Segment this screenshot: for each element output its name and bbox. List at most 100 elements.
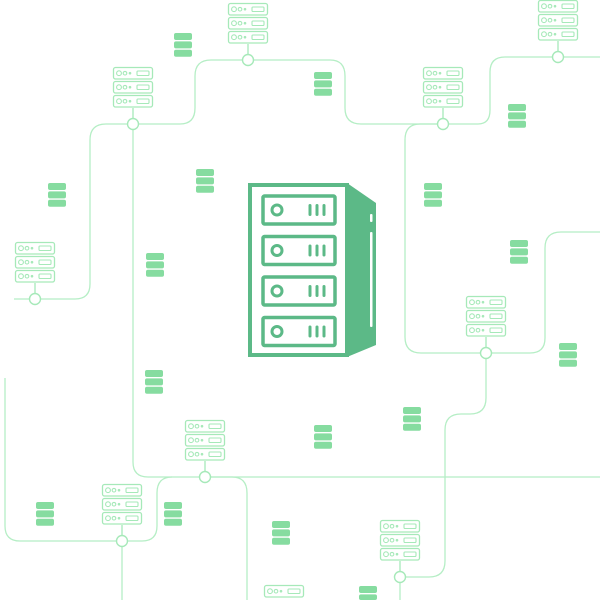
status-light	[395, 538, 399, 542]
status-light	[395, 552, 399, 556]
status-light	[469, 313, 475, 320]
database-icon	[559, 343, 577, 367]
server-nodes	[14, 0, 579, 598]
network-node-icon	[479, 346, 493, 360]
status-light	[194, 451, 200, 457]
rack-unit	[261, 194, 337, 226]
connection-line	[14, 123, 133, 300]
server-unit	[184, 447, 226, 461]
status-light	[231, 6, 237, 13]
status-light	[117, 502, 121, 506]
vent-bar	[322, 285, 326, 297]
status-light	[475, 313, 481, 319]
status-light	[481, 328, 485, 332]
power-icon	[270, 284, 284, 298]
status-light	[541, 17, 547, 24]
network-node-icon	[198, 470, 212, 484]
rack-unit	[261, 234, 337, 267]
connection-line	[404, 123, 600, 354]
server-stack-icon	[184, 419, 226, 484]
drive-slot	[38, 259, 52, 266]
drive-slot	[251, 20, 265, 27]
status-light	[30, 246, 34, 250]
rack-unit-frame	[261, 275, 337, 307]
rack-unit	[261, 275, 337, 307]
server-unit	[537, 27, 579, 41]
server-unit	[101, 511, 143, 525]
status-light	[117, 488, 121, 492]
server-unit	[465, 323, 507, 337]
drive-slot	[561, 31, 575, 38]
drive-slot	[561, 17, 575, 24]
status-light	[438, 71, 442, 75]
status-light	[116, 70, 122, 77]
server-unit	[112, 80, 154, 94]
server-unit	[465, 309, 507, 323]
status-light	[389, 523, 395, 529]
status-light	[200, 452, 204, 456]
status-light	[194, 437, 200, 443]
server-unit	[227, 16, 269, 30]
status-light	[188, 423, 194, 430]
server-unit	[379, 547, 421, 561]
status-light	[279, 589, 283, 593]
server-stack-icon	[101, 483, 143, 548]
status-light	[111, 487, 117, 493]
drive-slot	[251, 6, 265, 13]
server-unit	[422, 66, 464, 80]
drive-slot	[136, 98, 150, 105]
vent-bar	[322, 325, 326, 338]
power-icon	[270, 203, 284, 217]
status-light	[116, 84, 122, 91]
status-light	[105, 501, 111, 508]
status-light	[18, 273, 24, 280]
status-light	[553, 18, 557, 22]
server-stack-icon	[422, 66, 464, 131]
vent-bar	[308, 244, 312, 257]
server-unit	[537, 0, 579, 13]
status-light	[237, 6, 243, 12]
drive-slot	[38, 245, 52, 252]
server-unit	[422, 80, 464, 94]
status-light	[128, 71, 132, 75]
status-light	[117, 516, 121, 520]
status-light	[231, 34, 237, 41]
drive-slot	[489, 299, 503, 306]
drive-slot	[208, 437, 222, 444]
databases	[36, 33, 577, 600]
vent-bar	[308, 204, 312, 216]
drive-slot	[489, 327, 503, 334]
server-unit	[14, 255, 56, 269]
status-light	[426, 70, 432, 77]
connection-line	[132, 124, 445, 478]
database-icon	[146, 253, 164, 277]
drive-slot	[125, 501, 139, 508]
status-light	[547, 3, 553, 9]
vent-bar	[322, 204, 326, 216]
status-light	[432, 70, 438, 76]
drive-slot	[446, 70, 460, 77]
status-light	[475, 327, 481, 333]
network-node-icon	[241, 53, 255, 67]
status-light	[541, 3, 547, 10]
server-unit	[227, 2, 269, 16]
network-node-icon	[115, 534, 129, 548]
status-light	[194, 423, 200, 429]
status-light	[432, 98, 438, 104]
drive-slot	[446, 98, 460, 105]
server-unit	[422, 94, 464, 108]
status-light	[128, 99, 132, 103]
status-light	[188, 451, 194, 458]
status-light	[469, 299, 475, 306]
server-unit	[14, 269, 56, 283]
status-light	[188, 437, 194, 444]
drive-slot	[403, 551, 417, 558]
vent-bar	[315, 204, 319, 216]
vent-bar	[308, 285, 312, 297]
status-light	[105, 487, 111, 494]
server-stack-icon	[465, 295, 507, 360]
server-stack-icon	[379, 519, 421, 584]
server-unit	[101, 483, 143, 497]
status-light	[237, 20, 243, 26]
